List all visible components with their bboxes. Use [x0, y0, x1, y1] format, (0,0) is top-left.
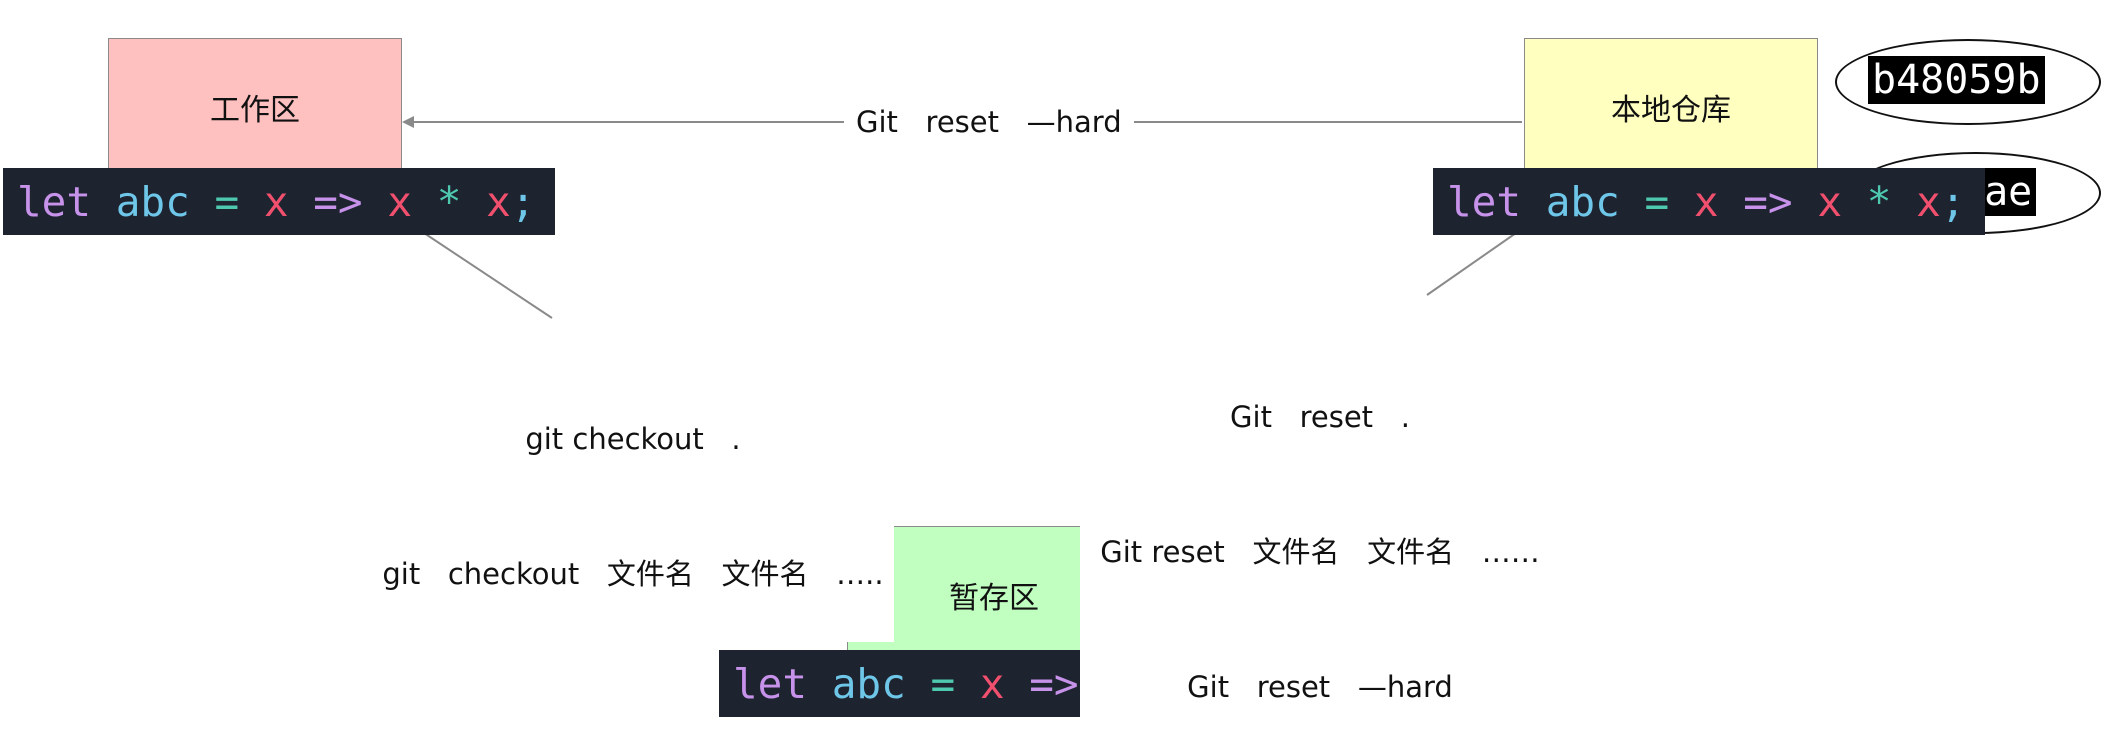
checkout-line-2: git checkout 文件名 文件名 …..: [382, 557, 884, 591]
node-staging-label: 暂存区: [949, 581, 1039, 616]
edge-label-reset-hard: Git reset —hard: [844, 100, 1134, 145]
code-semicolon: ;: [510, 177, 536, 226]
code-keyword: let: [17, 177, 92, 226]
code-param: x: [1817, 177, 1842, 226]
code-equals: =: [214, 177, 240, 226]
code-keyword: let: [1447, 177, 1522, 226]
reset-line-1: Git reset .: [1230, 400, 1410, 434]
node-repo-label: 本地仓库: [1611, 93, 1731, 128]
code-param: x: [1916, 177, 1941, 226]
code-identifier: abc: [831, 659, 906, 708]
reset-line-3: Git reset —hard: [1187, 670, 1453, 704]
commit-hash-1: b48059b: [1868, 56, 2045, 104]
node-local-repo: 本地仓库: [1524, 38, 1818, 172]
edge-repo-to-staging-top: [1426, 232, 1517, 296]
code-param: x: [979, 659, 1005, 708]
edge-label-checkout: git checkout . git checkout 文件名 文件名 …..: [372, 327, 894, 642]
code-block-working: let abc = x => x * x;: [3, 168, 555, 235]
code-arrow: =>: [313, 177, 363, 226]
code-block-repo: let abc = x => x * x;: [1433, 168, 1985, 235]
code-param: x: [387, 177, 412, 226]
node-working-area: 工作区: [108, 38, 402, 172]
code-param: x: [486, 177, 511, 226]
edge-working-to-staging-top: [423, 232, 553, 319]
code-arrow: =>: [1029, 659, 1079, 708]
code-identifier: abc: [1545, 177, 1620, 226]
code-identifier: abc: [115, 177, 190, 226]
code-param: x: [1693, 177, 1719, 226]
code-keyword: let: [733, 659, 808, 708]
code-star: *: [1866, 177, 1892, 226]
reset-line-2: Git reset 文件名 文件名 ……: [1100, 535, 1540, 569]
checkout-line-1: git checkout .: [525, 422, 741, 456]
code-equals: =: [930, 659, 956, 708]
node-working-label: 工作区: [210, 93, 300, 128]
code-semicolon: ;: [1940, 177, 1966, 226]
edge-label-reset: Git reset . Git reset 文件名 文件名 …… Git res…: [1080, 305, 1560, 755]
code-param: x: [263, 177, 289, 226]
code-equals: =: [1644, 177, 1670, 226]
code-arrow: =>: [1743, 177, 1793, 226]
code-star: *: [436, 177, 462, 226]
